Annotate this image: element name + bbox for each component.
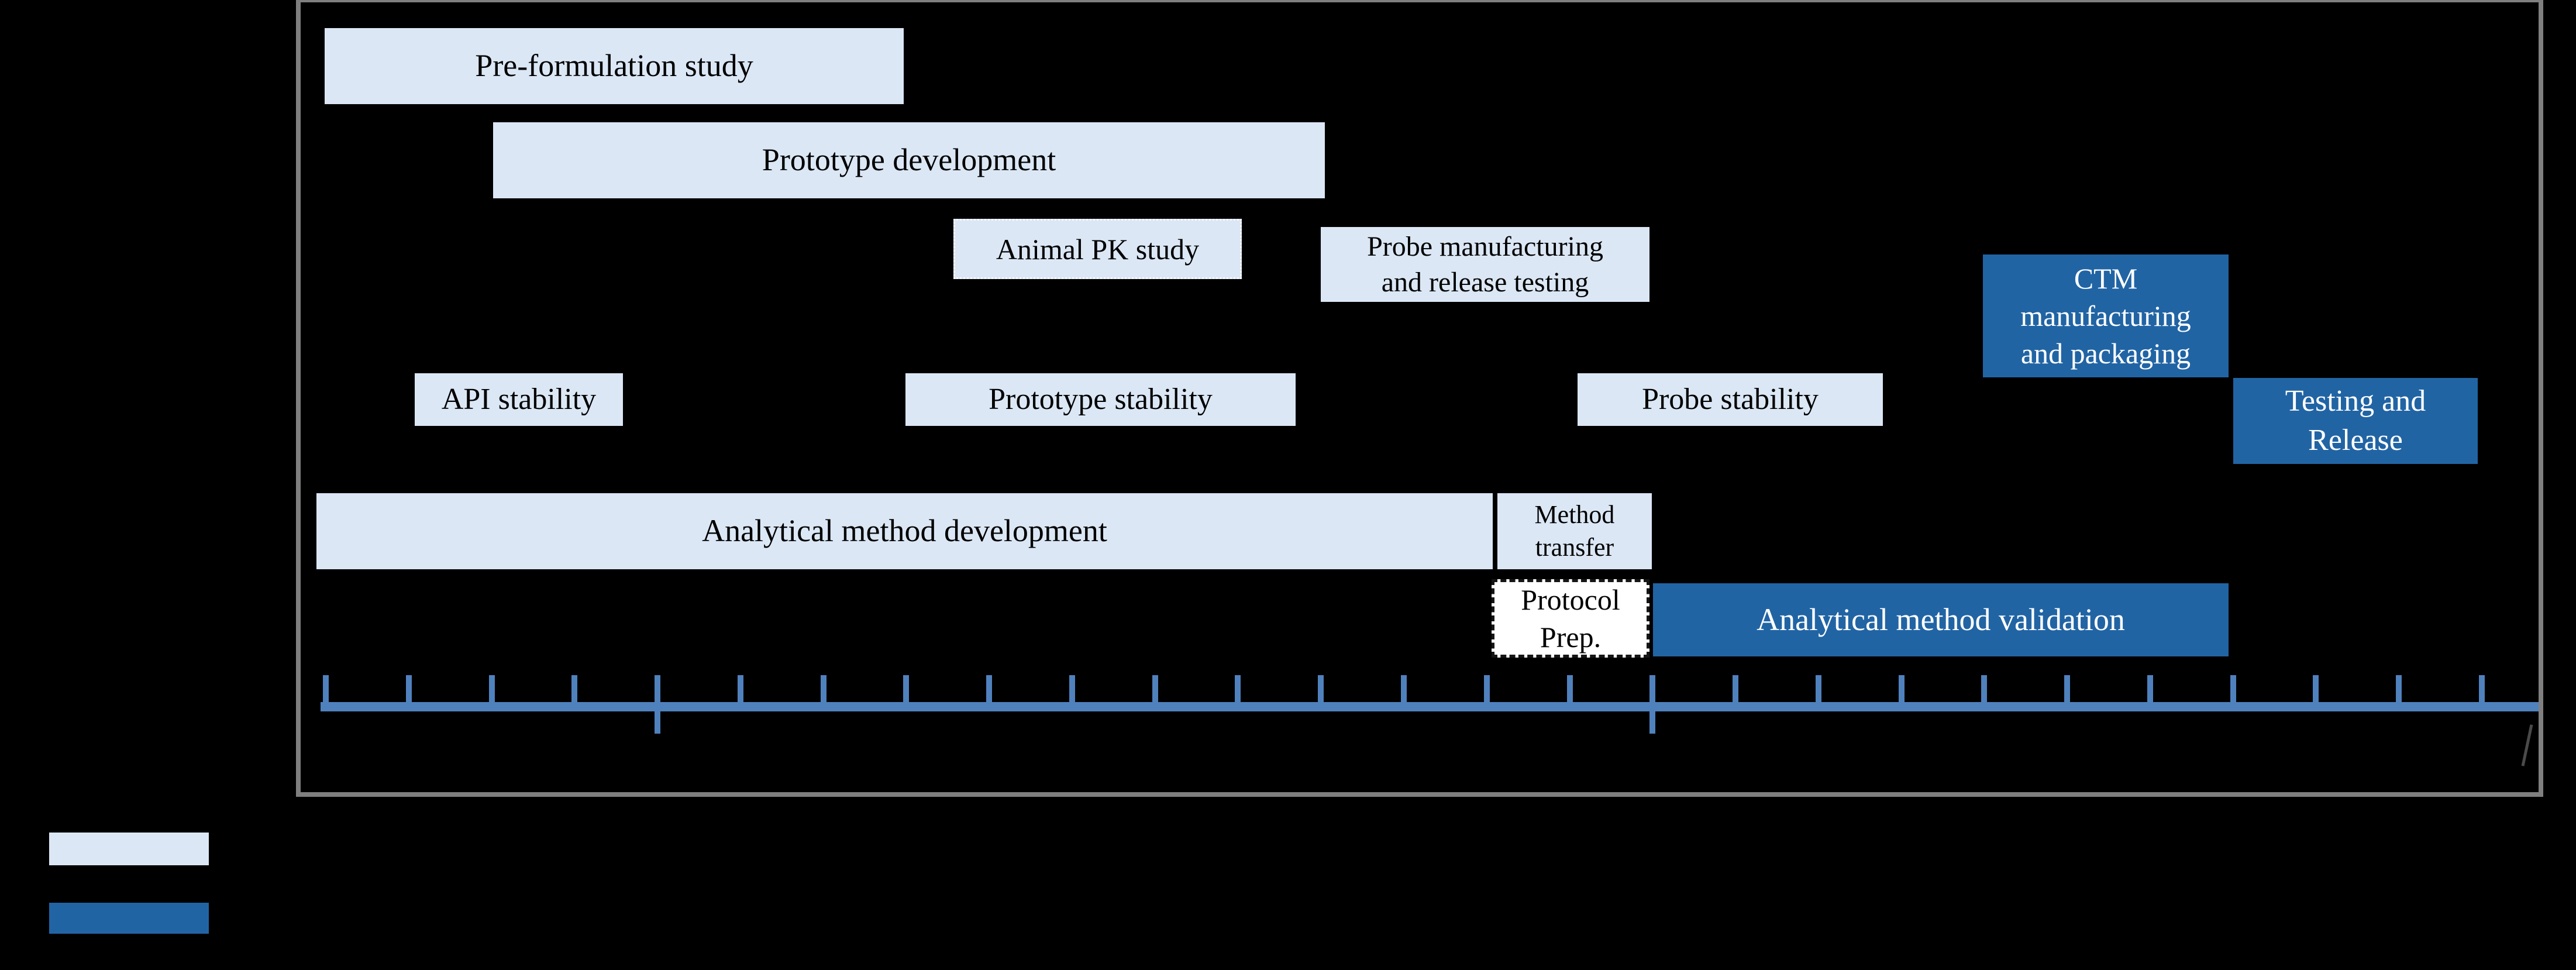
minor-tick: [2064, 675, 2070, 711]
minor-tick: [821, 675, 826, 711]
dark-category-swatch: [49, 903, 209, 934]
probe-stability-bar: Probe stability: [1578, 373, 1883, 426]
protocol-prep-bar: Protocol Prep.: [1492, 579, 1649, 658]
minor-tick: [2396, 675, 2402, 711]
minor-tick: [986, 675, 992, 711]
animal-pk-study-bar: Animal PK study: [953, 219, 1242, 279]
minor-tick: [1484, 675, 1490, 711]
minor-tick: [738, 675, 743, 711]
major-tick: [1649, 675, 1655, 734]
minor-tick: [2147, 675, 2153, 711]
minor-tick: [1401, 675, 1407, 711]
analytical-method-validation-bar: Analytical method validation: [1653, 583, 2229, 656]
api-stability-bar: API stability: [415, 373, 623, 426]
minor-tick: [1235, 675, 1241, 711]
minor-tick: [1069, 675, 1075, 711]
minor-tick: [2479, 675, 2485, 711]
minor-tick: [1981, 675, 1987, 711]
minor-tick: [406, 675, 412, 711]
minor-tick: [903, 675, 909, 711]
testing-and-release-bar: Testing and Release: [2233, 378, 2478, 464]
minor-tick: [323, 675, 329, 711]
analytical-method-development-bar: Analytical method development: [316, 493, 1493, 569]
axis-line: [321, 702, 2539, 711]
pre-formulation-study-bar: Pre-formulation study: [325, 28, 904, 104]
probe-manufacturing-and-release-testing-bar: Probe manufacturing and release testing: [1321, 227, 1649, 302]
minor-tick: [1152, 675, 1158, 711]
minor-tick: [2230, 675, 2236, 711]
light-category-swatch: [49, 833, 209, 865]
prototype-stability-bar: Prototype stability: [905, 373, 1296, 426]
minor-tick: [1733, 675, 1738, 711]
minor-tick: [1567, 675, 1573, 711]
method-transfer-bar: Method transfer: [1497, 493, 1652, 569]
minor-tick: [571, 675, 577, 711]
chart-frame: [296, 0, 2543, 797]
minor-tick: [1899, 675, 1905, 711]
ctm-manufacturing-and-packaging-bar: CTM manufacturing and packaging: [1983, 254, 2229, 377]
minor-tick: [1816, 675, 1821, 711]
major-tick: [655, 675, 660, 734]
minor-tick: [1318, 675, 1324, 711]
prototype-development-bar: Prototype development: [493, 122, 1325, 198]
minor-tick: [2313, 675, 2319, 711]
minor-tick: [489, 675, 495, 711]
